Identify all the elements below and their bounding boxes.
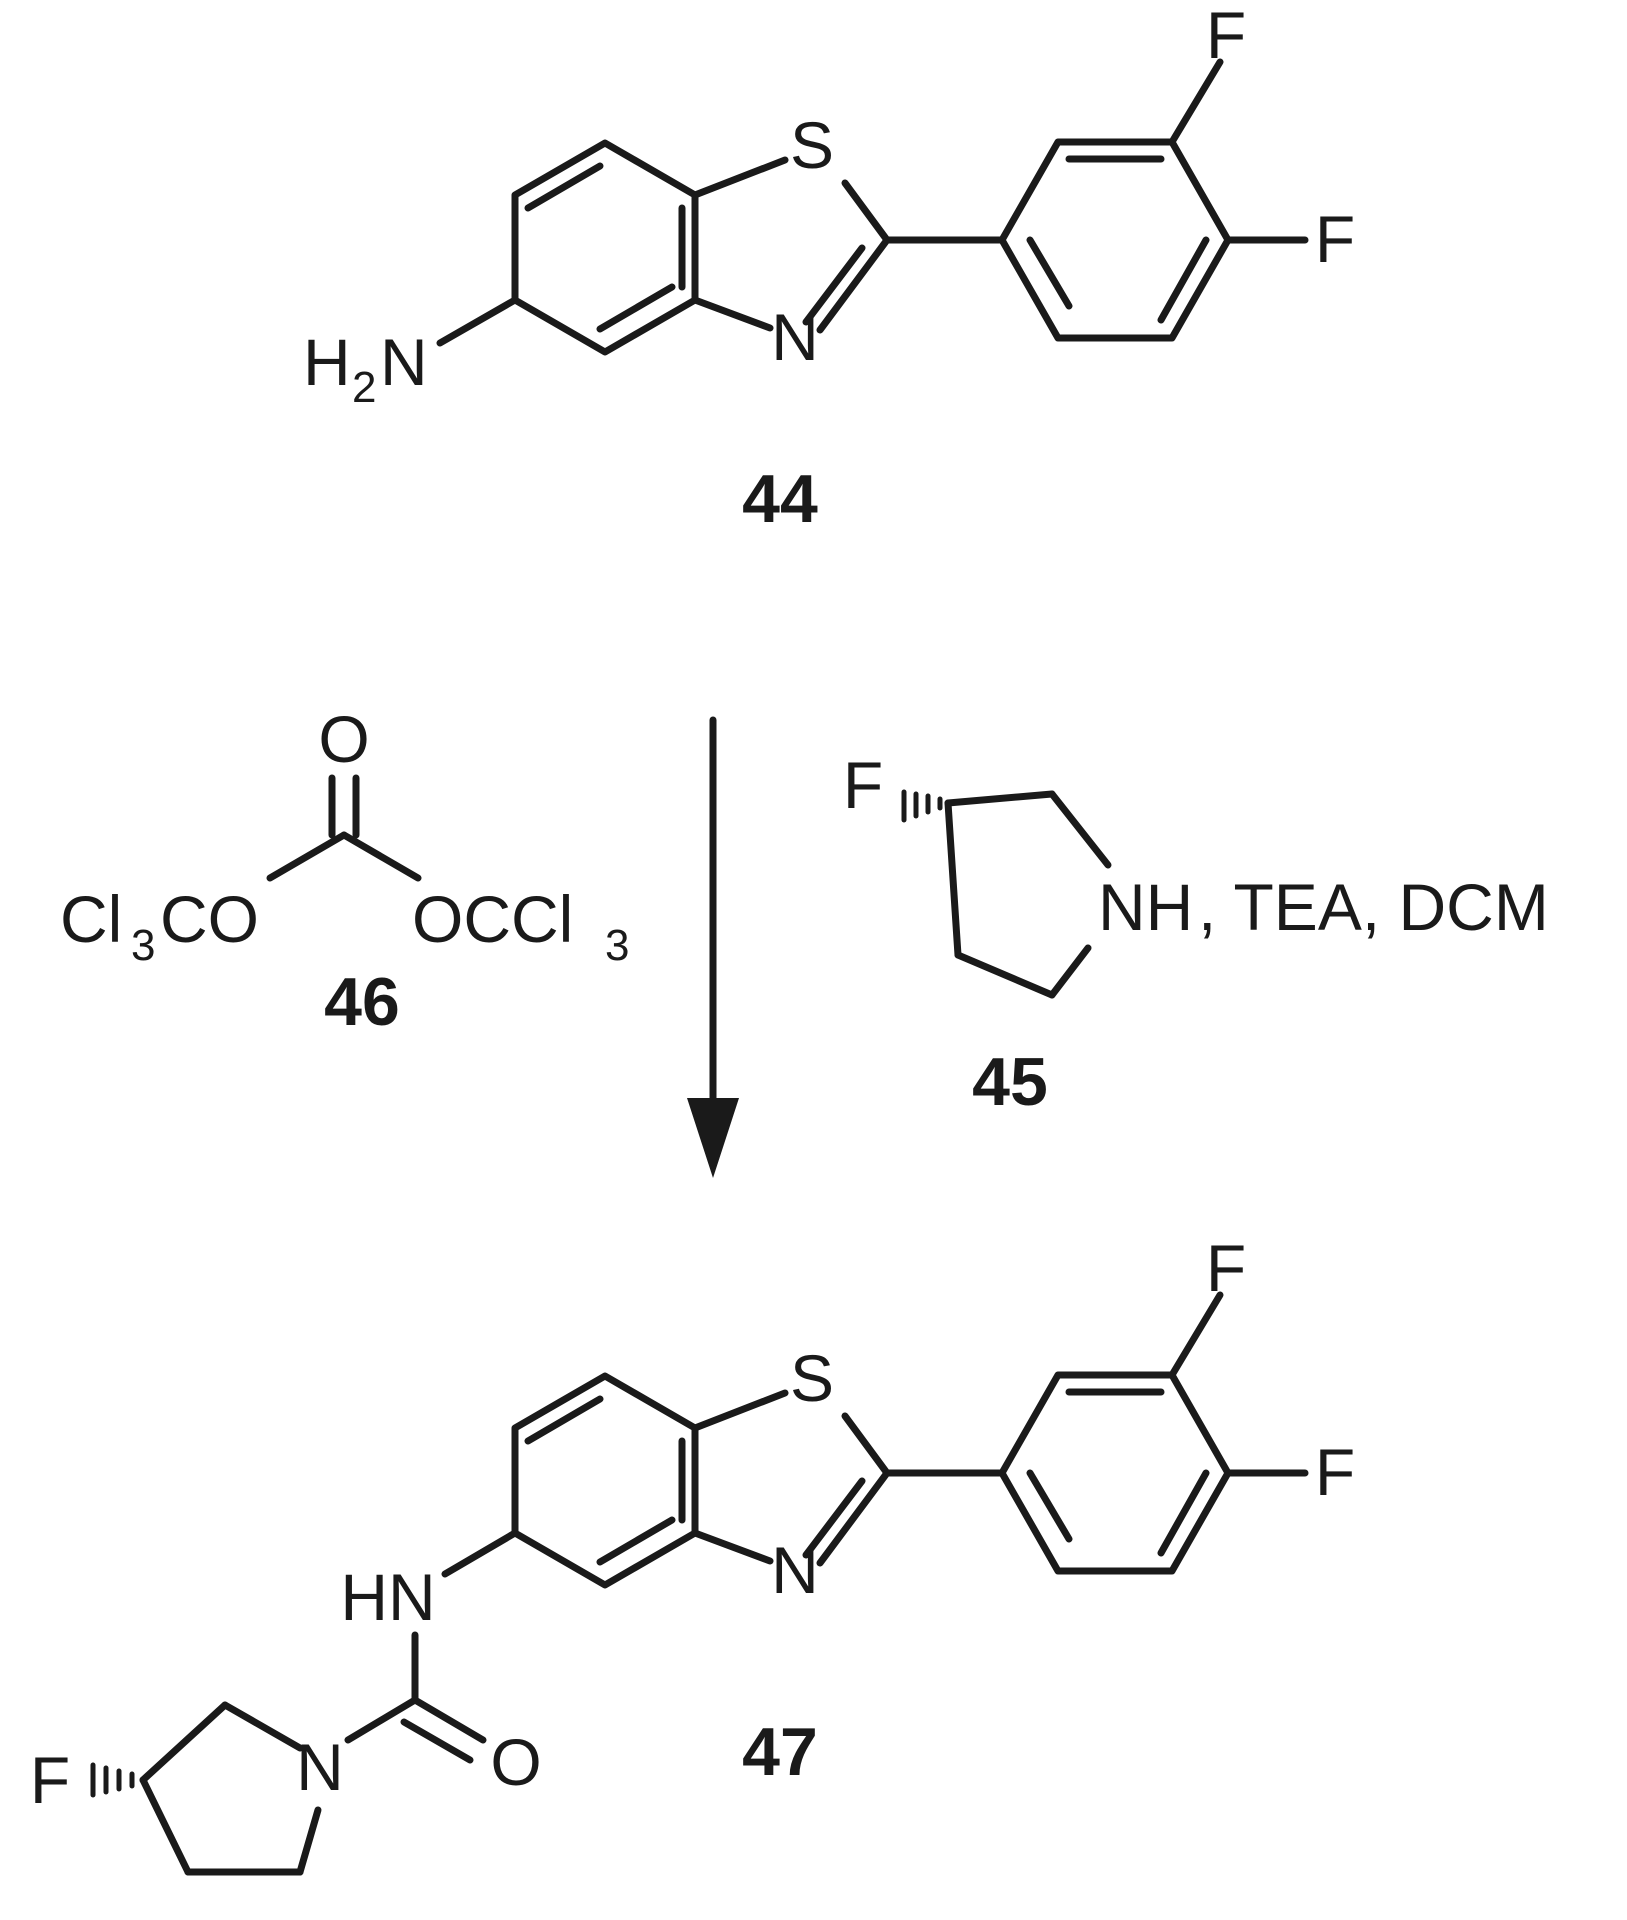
compound-44-number: 44 (742, 461, 818, 537)
c47-nitrogen-label: N (771, 1533, 819, 1607)
c47-fluorine-2-label: F (1315, 1435, 1355, 1509)
compound-47-number: 47 (742, 1714, 818, 1790)
c47-hashed-wedge (90, 1762, 135, 1798)
c44-amine-subscript: 2 (352, 363, 376, 412)
c44-fluorine-2-label: F (1315, 202, 1355, 276)
c47-carbonyl-oxygen-label: O (490, 1725, 541, 1799)
c44-fluorine-1-label: F (1206, 0, 1246, 72)
c46-left-co-label: CO (160, 882, 259, 956)
reaction-conditions-text: , TEA, DCM (1198, 870, 1549, 944)
reaction-arrow (687, 716, 739, 1178)
c47-fluorine-1-label: F (1206, 1231, 1246, 1305)
c46-left-cl-label: Cl (60, 882, 122, 956)
compound-45-number: 45 (972, 1044, 1048, 1120)
compound-46-number: 46 (324, 964, 400, 1040)
c46-carbonyl-oxygen-label: O (318, 702, 369, 776)
c45-nh-label: NH (1098, 870, 1193, 944)
c47-pyrrolidine-f-label: F (30, 1743, 70, 1817)
c47-sulfur-label: S (790, 1341, 834, 1415)
c47-hn-label: HN (340, 1560, 435, 1634)
compound-44-structure: S N H 2 N F F 44 (303, 0, 1355, 537)
c46-left-subscript: 3 (131, 921, 155, 970)
c44-amine-n-label: N (380, 325, 428, 399)
c44-nitrogen-label: N (771, 300, 819, 374)
compound-47-structure: S N HN O N F F F 47 (30, 1231, 1355, 1876)
c45-hashed-wedge (901, 789, 943, 823)
arrow-head (687, 1098, 739, 1178)
c44-amine-h-label: H (303, 325, 351, 399)
c44-sulfur-label: S (790, 108, 834, 182)
c47-pyrrolidine-n-label: N (296, 1730, 344, 1804)
c46-right-occl-label: OCCl (412, 882, 573, 956)
c45-fluorine-label: F (843, 748, 883, 822)
compound-45-structure: F NH , TEA, DCM 45 (843, 748, 1549, 1120)
c46-right-subscript: 3 (605, 921, 629, 970)
compound-46-structure: O Cl 3 CO OCCl 3 46 (60, 702, 629, 1040)
